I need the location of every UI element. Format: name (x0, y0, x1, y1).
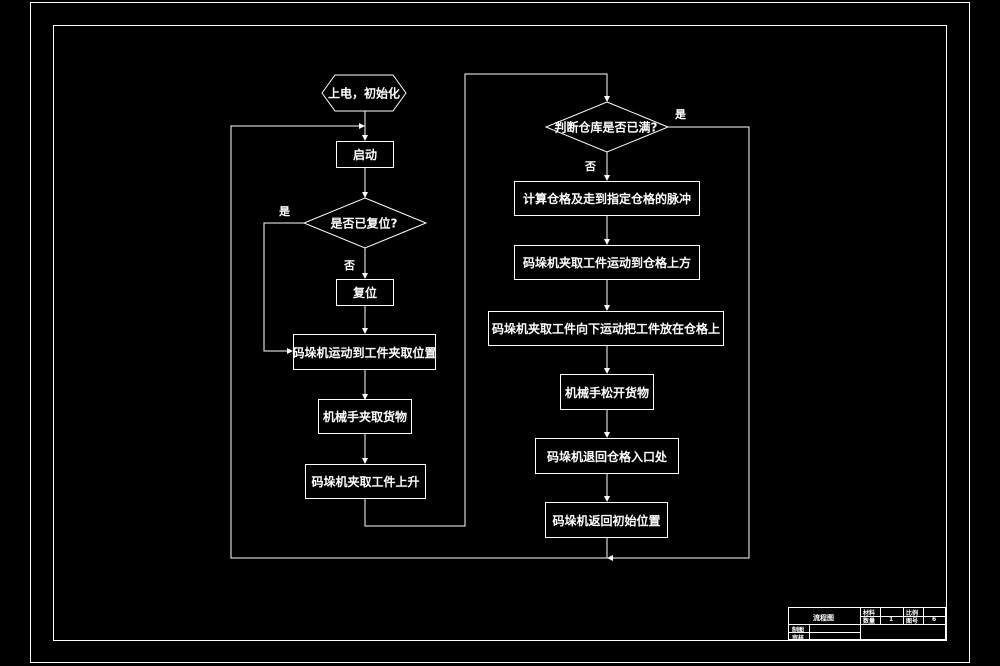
no-label-1: 否 (344, 259, 355, 272)
yes-label-1: 是 (279, 205, 290, 218)
step-lift: 码垛机夹取工件上升 (305, 464, 426, 499)
drawing-no-label: 图号 (906, 618, 919, 625)
review-label: 审核 (792, 635, 805, 642)
title-block-name: 流程图 (813, 614, 834, 622)
step-release: 机械手松开货物 (560, 374, 654, 410)
title-block: 流程图 材料 比例 数量 1 图号 6 制图 审核 (788, 607, 947, 642)
drawing-inner-border (53, 25, 947, 641)
step-move-to-pick: 码垛机运动到工件夹取位置 (293, 334, 437, 370)
start-label: 上电，初始化 (327, 86, 401, 101)
no-label-2: 否 (585, 160, 596, 173)
material-label: 材料 (863, 610, 876, 617)
step-return-entry: 码垛机退回仓格入口处 (535, 438, 679, 474)
step-start: 启动 (336, 141, 394, 168)
step-move-above: 码垛机夹取工件运动到仓格上方 (514, 245, 700, 280)
yes-label-2: 是 (675, 108, 686, 121)
step-calc: 计算仓格及走到指定仓格的脉冲 (514, 181, 700, 216)
qty-value: 1 (889, 616, 894, 623)
step-place: 码垛机夹取工件向下运动把工件放在仓格上 (488, 311, 724, 346)
qty-label: 数量 (863, 618, 876, 625)
start-hexagon (321, 74, 407, 112)
step-reset: 复位 (336, 279, 394, 306)
decision-reset-label: 是否已复位? (330, 216, 398, 231)
drawing-no-value: 6 (932, 616, 937, 623)
step-gripper-clamp: 机械手夹取货物 (318, 399, 412, 434)
step-return-home: 码垛机返回初始位置 (545, 502, 668, 538)
ratio-label: 比例 (906, 610, 919, 617)
drawing-outer-border (30, 2, 970, 663)
drawn-label: 制图 (792, 627, 805, 634)
decision-full-label: 判断仓库是否已满? (554, 120, 658, 135)
